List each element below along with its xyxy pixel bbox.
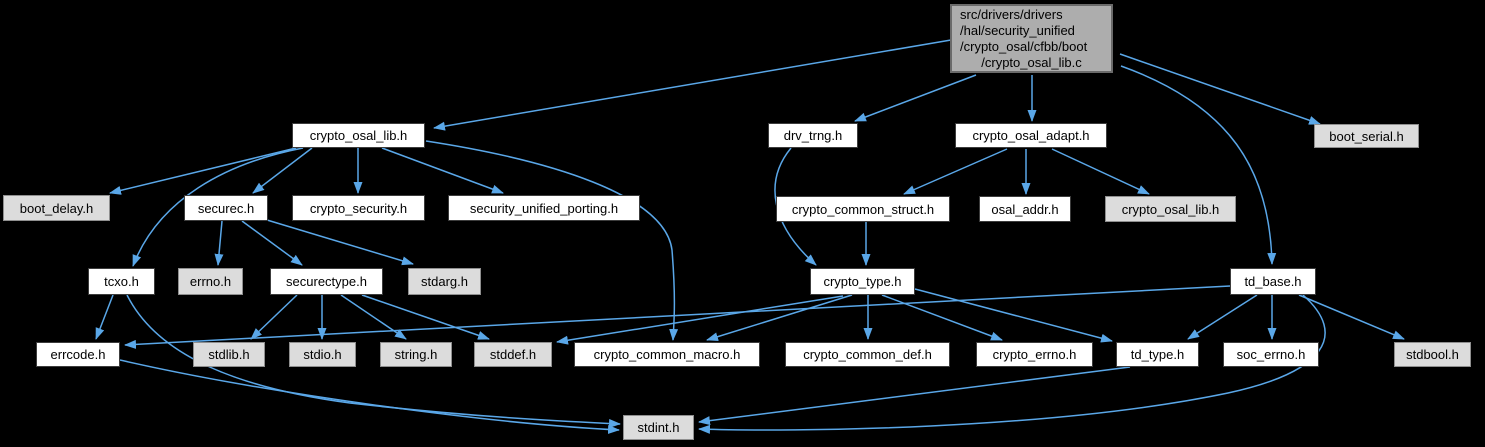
root-label-line: src/drivers/drivers xyxy=(960,6,1063,22)
node-crypto_osal_lib-h-dup[interactable]: crypto_osal_lib.h xyxy=(1105,196,1236,222)
edge-tcxo_h-errcode_h xyxy=(95,294,114,340)
edge-crypto_osal_lib_h-tcxo_h xyxy=(132,147,304,267)
root-label-line: /crypto_osal_lib.c xyxy=(981,54,1082,70)
node-boot_delay-h[interactable]: boot_delay.h xyxy=(3,195,110,221)
edge-securec_h-stdarg_h xyxy=(266,219,414,266)
edge-td_base_h-errcode_h xyxy=(124,285,1231,349)
node-errno-h[interactable]: errno.h xyxy=(178,268,243,295)
node-td_base-h[interactable]: td_base.h xyxy=(1230,268,1316,295)
node-crypto_osal_adapt-h[interactable]: crypto_osal_adapt.h xyxy=(955,123,1107,148)
edge-crypto_osal_lib_h-boot_delay_h xyxy=(109,147,297,195)
node-security_unified_porting-h[interactable]: security_unified_porting.h xyxy=(448,195,640,221)
root-label-line: /crypto_osal/cfbb/boot xyxy=(960,38,1088,54)
edge-td_base_h-stdint_h xyxy=(698,294,1326,434)
node-crypto_osal_lib-h[interactable]: crypto_osal_lib.h xyxy=(292,123,425,148)
edge-root-crypto_osal_lib_h xyxy=(433,39,952,131)
edge-td_base_h-stdbool_h xyxy=(1298,294,1405,340)
edge-securec_h-securectype_h xyxy=(241,220,303,266)
edge-errcode_h-stdint_h xyxy=(119,359,620,434)
edge-crypto_osal_lib_h-security_unified_porting_h xyxy=(381,147,504,194)
node-stdarg-h[interactable]: stdarg.h xyxy=(408,268,481,295)
edge-crypto_type_h-crypto_errno_h xyxy=(881,294,1003,341)
node-tcxo-h[interactable]: tcxo.h xyxy=(88,268,155,295)
node-soc_errno-h[interactable]: soc_errno.h xyxy=(1223,342,1319,367)
node-errcode-h[interactable]: errcode.h xyxy=(36,342,120,367)
edge-securectype_h-string_h xyxy=(340,294,407,340)
node-drv_trng-h[interactable]: drv_trng.h xyxy=(768,123,858,148)
node-stdint-h[interactable]: stdint.h xyxy=(623,415,694,440)
node-stddef-h[interactable]: stddef.h xyxy=(474,342,552,367)
edge-crypto_type_h-stddef_h xyxy=(556,295,844,345)
edge-crypto_type_h-td_type_h xyxy=(914,288,1113,343)
node-string-h[interactable]: string.h xyxy=(380,342,452,367)
edge-tcxo_h-stdint_h xyxy=(126,294,621,428)
node-stdio-h[interactable]: stdio.h xyxy=(289,342,356,367)
node-securec-h[interactable]: securec.h xyxy=(184,195,268,221)
edge-crypto_osal_adapt_h-crypto_osal_lib_h_dup xyxy=(1051,148,1150,195)
root-label-line: /hal/security_unified xyxy=(960,22,1075,38)
node-stdbool-h[interactable]: stdbool.h xyxy=(1394,342,1471,367)
node-osal_addr-h[interactable]: osal_addr.h xyxy=(979,196,1071,222)
edge-securectype_h-stdlib_h xyxy=(250,294,298,340)
node-crypto_common_macro-h[interactable]: crypto_common_macro.h xyxy=(574,342,760,367)
edge-securectype_h-stddef_h xyxy=(361,294,490,340)
edge-crypto_type_h-crypto_common_macro_h xyxy=(706,294,853,342)
node-crypto_common_struct-h[interactable]: crypto_common_struct.h xyxy=(776,196,950,222)
node-crypto_security-h[interactable]: crypto_security.h xyxy=(292,195,425,221)
edge-crypto_osal_lib_h-securec_h xyxy=(252,147,313,194)
node-boot_serial-h[interactable]: boot_serial.h xyxy=(1314,124,1419,148)
edge-crypto_osal_lib_h-crypto_common_macro_h xyxy=(425,140,679,341)
node-td_type-h[interactable]: td_type.h xyxy=(1116,342,1199,367)
node-crypto_common_def-h[interactable]: crypto_common_def.h xyxy=(785,342,950,367)
edge-root-td_base_h xyxy=(1120,65,1277,265)
node-crypto_errno-h[interactable]: crypto_errno.h xyxy=(976,342,1093,367)
edge-securec_h-errno_h xyxy=(214,220,224,266)
edge-root-drv_trng_h xyxy=(854,74,977,122)
edge-td_type_h-stdint_h xyxy=(698,366,1131,426)
node-securectype-h[interactable]: securectype.h xyxy=(270,268,383,295)
edge-crypto_osal_adapt_h-crypto_common_struct_h xyxy=(903,148,1008,195)
node-stdlib-h[interactable]: stdlib.h xyxy=(193,342,265,367)
edge-root-boot_serial_h xyxy=(1119,53,1321,125)
node-crypto_type-h[interactable]: crypto_type.h xyxy=(810,268,915,295)
node-crypto_osal_lib-c-root: src/drivers/drivers /hal/security_unifie… xyxy=(950,4,1113,73)
edge-td_base_h-td_type_h xyxy=(1187,294,1258,340)
